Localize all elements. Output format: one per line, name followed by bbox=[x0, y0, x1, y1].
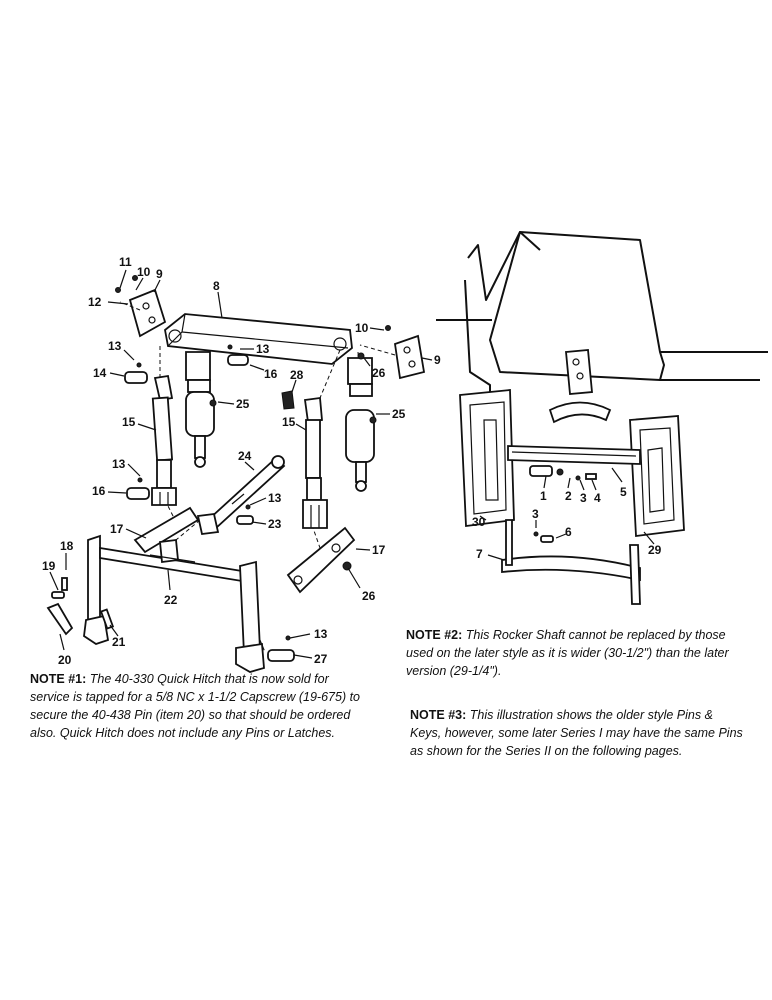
pins-left-drawing bbox=[115, 275, 391, 662]
rocker-shaft-drawing bbox=[164, 313, 353, 365]
callout-16: 16 bbox=[92, 484, 106, 498]
callout-26: 26 bbox=[362, 589, 376, 603]
quick-hitch-frame-drawing bbox=[83, 534, 265, 673]
note-2-text: This Rocker Shaft cannot be replaced by … bbox=[406, 628, 729, 678]
cylinder-left-drawing bbox=[185, 351, 215, 468]
callout-10: 10 bbox=[355, 321, 369, 335]
callout-25: 25 bbox=[392, 407, 406, 421]
callout-22: 22 bbox=[164, 593, 178, 607]
callout-28: 28 bbox=[290, 368, 304, 382]
callout-6: 6 bbox=[565, 525, 572, 539]
callout-30: 30 bbox=[472, 515, 486, 529]
note-3: NOTE #3: This illustration shows the old… bbox=[410, 706, 746, 760]
callout-16: 16 bbox=[264, 367, 278, 381]
callout-8: 8 bbox=[213, 279, 220, 293]
callout-2: 2 bbox=[565, 489, 572, 503]
note-2-label: NOTE #2: bbox=[406, 628, 463, 642]
callout-27: 27 bbox=[314, 652, 328, 666]
callout-14: 14 bbox=[93, 366, 107, 380]
callout-13: 13 bbox=[256, 342, 270, 356]
callout-23: 23 bbox=[268, 517, 282, 531]
bracket-left-drawing bbox=[128, 288, 167, 338]
callout-12: 12 bbox=[88, 295, 102, 309]
lift-link-right-drawing bbox=[302, 396, 328, 529]
callout-13: 13 bbox=[314, 627, 328, 641]
callout-17: 17 bbox=[110, 522, 124, 536]
callout-13: 13 bbox=[112, 457, 126, 471]
callout-5: 5 bbox=[620, 485, 627, 499]
callout-20: 20 bbox=[58, 653, 72, 667]
callout-3: 3 bbox=[580, 491, 587, 505]
note-1-label: NOTE #1: bbox=[30, 672, 87, 686]
callout-11: 11 bbox=[119, 255, 132, 269]
callout-13: 13 bbox=[268, 491, 282, 505]
callout-15: 15 bbox=[282, 415, 296, 429]
callout-15: 15 bbox=[122, 415, 136, 429]
callout-4: 4 bbox=[594, 491, 601, 505]
latch-drawing bbox=[46, 602, 74, 636]
center-link-drawing bbox=[196, 455, 286, 535]
callout-19: 19 bbox=[42, 559, 56, 573]
callout-29: 29 bbox=[648, 543, 662, 557]
callout-17: 17 bbox=[372, 543, 386, 557]
callout-9: 9 bbox=[156, 267, 163, 281]
bracket-right-drawing bbox=[394, 334, 426, 380]
lower-link-right-drawing bbox=[286, 526, 356, 594]
callout-24: 24 bbox=[238, 449, 252, 463]
callout-3: 3 bbox=[532, 507, 539, 521]
callout-1: 1 bbox=[540, 489, 547, 503]
callout-25: 25 bbox=[236, 397, 250, 411]
note-3-text: This illustration shows the older style … bbox=[410, 708, 743, 758]
note-2: NOTE #2: This Rocker Shaft cannot be rep… bbox=[406, 626, 742, 680]
leader-lines bbox=[49, 269, 655, 659]
callout-18: 18 bbox=[60, 539, 74, 553]
lift-link-left-drawing bbox=[151, 374, 177, 506]
callout-21: 21 bbox=[112, 635, 126, 649]
callout-13: 13 bbox=[108, 339, 122, 353]
note-1-text: The 40-330 Quick Hitch that is now sold … bbox=[30, 672, 361, 740]
cylinder-right-drawing bbox=[345, 357, 375, 492]
lower-link-left-drawing bbox=[133, 506, 200, 554]
callout-9: 9 bbox=[434, 353, 441, 367]
tractor-rear-drawing bbox=[436, 231, 768, 605]
note-1: NOTE #1: The 40-330 Quick Hitch that is … bbox=[30, 670, 362, 742]
callout-7: 7 bbox=[476, 547, 483, 561]
callout-10: 10 bbox=[137, 265, 151, 279]
note-3-label: NOTE #3: bbox=[410, 708, 467, 722]
callout-26: 26 bbox=[372, 366, 386, 380]
